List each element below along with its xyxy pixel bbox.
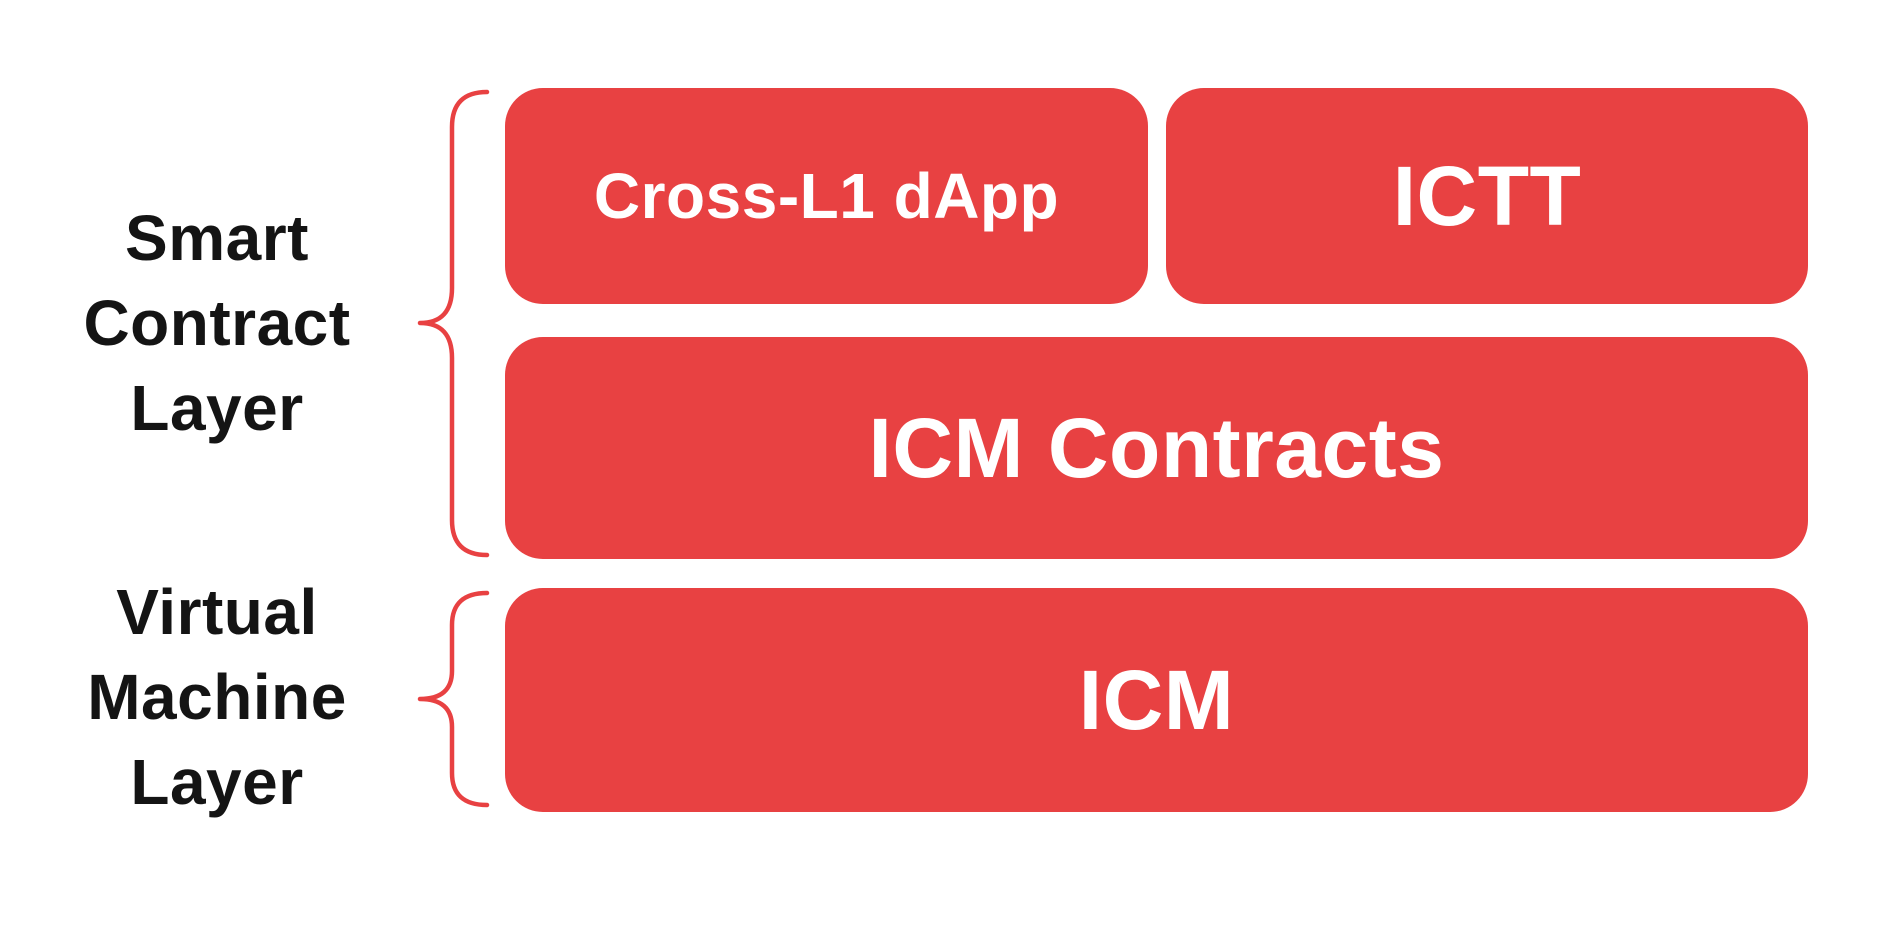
curly-brace-virtual-machine-icon [417,590,490,808]
box-icm: ICM [505,588,1808,812]
curly-brace-smart-contract-icon [417,89,490,558]
box-icm-contracts: ICM Contracts [505,337,1808,559]
label-line: Layer [130,746,304,818]
label-line: Contract [83,287,351,359]
box-cross-l1-dapp: Cross-L1 dApp [505,88,1148,304]
box-label: ICTT [1392,148,1582,243]
label-line: Smart [125,202,309,274]
label-line: Virtual [116,576,318,648]
label-line: Layer [130,372,304,444]
label-virtual-machine-layer: Virtual Machine Layer [27,570,407,825]
box-label: ICM [1078,652,1235,747]
box-ictt: ICTT [1166,88,1808,304]
label-line: Machine [87,661,347,733]
box-label: ICM Contracts [868,400,1445,495]
label-smart-contract-layer: Smart Contract Layer [27,196,407,451]
box-label: Cross-L1 dApp [593,160,1060,232]
